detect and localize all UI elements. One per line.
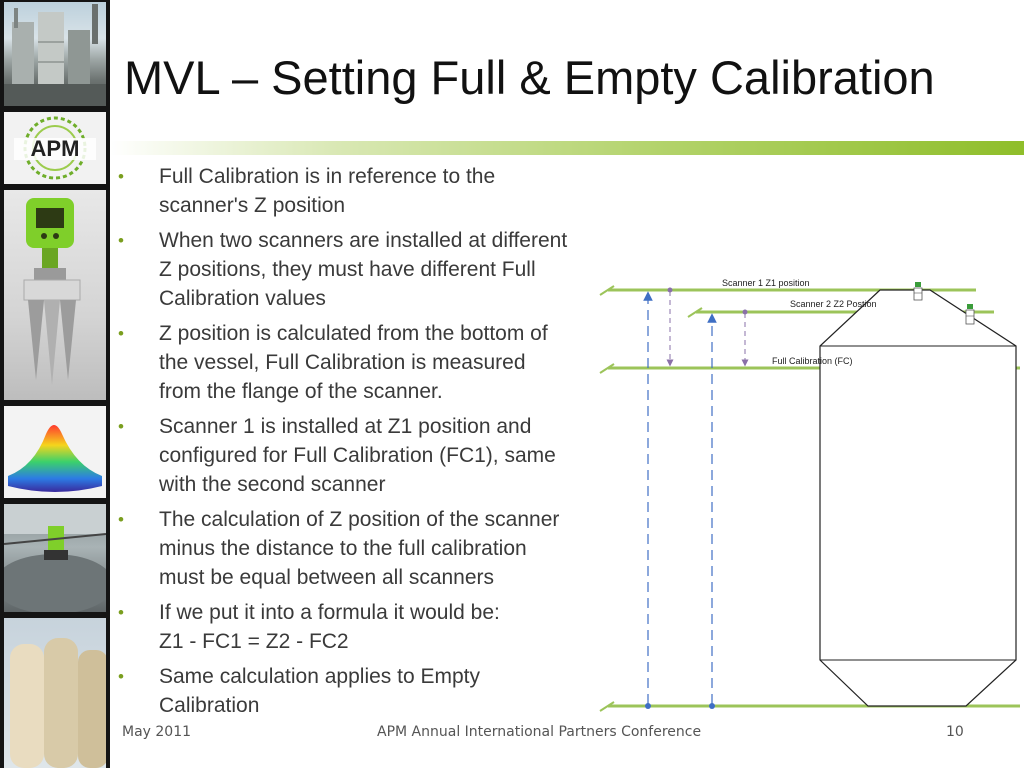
bullet-text: Scanner 1 is installed at Z1 position an…: [159, 415, 556, 496]
bullet-marker: •: [118, 510, 124, 529]
bullet-item: • Full Calibration is in reference to th…: [116, 162, 646, 220]
silo-plant-photo: [4, 2, 106, 106]
page-number: 10: [946, 724, 964, 740]
bullet-list: • Full Calibration is in reference to th…: [116, 162, 646, 726]
bullet-item: • Z position is calculated from the bott…: [116, 319, 646, 406]
bullet-marker: •: [118, 231, 124, 250]
bullet-item: • The calculation of Z position of the s…: [116, 505, 646, 592]
apm-logo: APM: [4, 112, 106, 184]
white-silos-photo: [4, 618, 106, 768]
installed-scanner-photo: [4, 504, 106, 612]
scanner2-label: Scanner 2 Z2 Postion: [790, 299, 877, 309]
scanner1-label: Scanner 1 Z1 position: [722, 278, 810, 288]
green-3d-scanner-device-photo: [4, 190, 106, 400]
bullet-marker: •: [118, 417, 124, 436]
bullet-item: • Same calculation applies to Empty Cali…: [116, 662, 646, 720]
slide-title: MVL – Setting Full & Empty Calibration: [124, 51, 935, 104]
bullet-marker: •: [118, 603, 124, 622]
full-calibration-label: Full Calibration (FC): [772, 356, 853, 366]
bullet-marker: •: [118, 324, 124, 343]
bullet-text: When two scanners are installed at diffe…: [159, 229, 568, 310]
bullet-text: Z position is calculated from the bottom…: [159, 322, 548, 403]
bullet-marker: •: [118, 167, 124, 186]
vessel-outline: [819, 289, 1017, 707]
bullet-text: The calculation of Z position of the sca…: [159, 508, 560, 589]
scanner-1-icon: [913, 282, 923, 301]
footer-date: May 2011: [122, 724, 192, 740]
sidebar-image-strip: APM: [0, 0, 110, 768]
apm-logo-text: APM: [31, 136, 80, 161]
bullet-text: Same calculation applies to Empty Calibr…: [159, 665, 480, 717]
bullet-item: • When two scanners are installed at dif…: [116, 226, 646, 313]
footer-conference: APM Annual International Partners Confer…: [377, 724, 702, 740]
title-divider: [110, 141, 1024, 155]
scanner-2-icon: [965, 304, 975, 325]
3d-surface-map-image: [4, 406, 106, 498]
bullet-text: If we put it into a formula it would be:…: [159, 601, 500, 653]
bullet-item: • If we put it into a formula it would b…: [116, 598, 646, 656]
vessel-calibration-diagram: Scanner 1 Z1 position Scanner 2 Z2 Posti…: [599, 278, 1020, 712]
bullet-marker: •: [118, 667, 124, 686]
bullet-text: Full Calibration is in reference to the …: [159, 165, 496, 217]
bullet-item: • Scanner 1 is installed at Z1 position …: [116, 412, 646, 499]
